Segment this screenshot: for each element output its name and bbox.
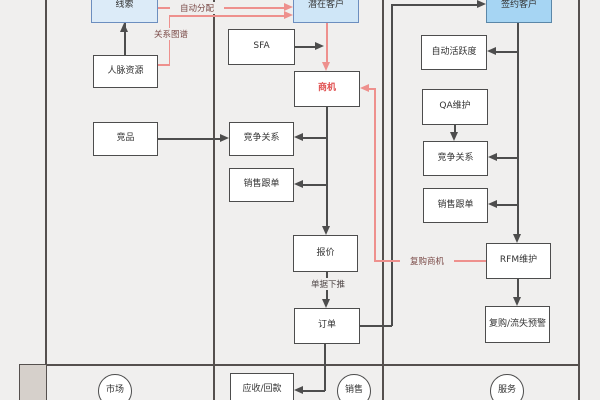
edge-opportunity-trunk [326,107,328,226]
edge-trunk-to-competition-right [497,157,518,159]
node-opportunity[interactable]: 商机 [294,71,360,107]
lane-label-market[interactable]: 市场 [98,374,132,400]
edge-rfm-to-warning [517,279,519,297]
edge-qa-to-competition-right [454,125,456,132]
edge-signed-trunk [517,23,519,234]
arrowhead-down-competition-right [450,132,458,141]
arrowhead-left-competition-right [488,153,497,161]
edge-order-to-signed-h1 [360,325,392,327]
edge-order-to-receivable-h [303,390,325,392]
edge-prospects-to-opportunity [326,23,328,62]
lane-divider-2 [213,0,215,400]
edge-label-repurchase-opportunity: 复购商机 [400,255,454,267]
node-sfa[interactable]: SFA [228,29,295,65]
node-order[interactable]: 订单 [294,308,360,344]
node-competition-mid[interactable]: 竞争关系 [229,122,294,156]
lane-label-sales[interactable]: 销售 [337,374,371,400]
node-repurchase-churn-warning[interactable]: 复购/流失预警 [485,306,550,343]
arrowhead-right-sfa [315,42,324,50]
arrowhead-down-rfm [513,234,521,243]
edge-network-to-prospects-h1 [158,64,170,66]
edge-order-to-signed-h2 [391,4,477,6]
arrowhead-down-quotation [322,226,330,235]
node-qa-maintenance[interactable]: QA维护 [422,89,488,125]
arrowhead-left-opportunity [360,84,369,92]
arrowhead-up-leads [120,23,128,32]
arrowhead-left-receivable [294,386,303,394]
edge-order-to-receivable-v [324,344,326,391]
edge-order-to-signed-v [391,4,393,326]
node-auto-activity[interactable]: 自动活跃度 [421,35,487,70]
edge-trunk-to-followup-right [497,204,518,206]
arrowhead-right-prospects-1 [284,3,293,11]
edge-sfa-to-opportunity-path [295,46,315,48]
edge-rfm-to-opportunity-h2 [369,88,375,90]
edge-trunk-to-followup-mid [303,184,327,186]
arrowhead-down-warning [513,297,521,306]
node-competition-right[interactable]: 竞争关系 [423,141,488,176]
edge-competitorprod-to-competition [158,138,220,140]
lane-label-service[interactable]: 服务 [490,374,524,400]
arrowhead-right-prospects-2 [284,11,293,19]
arrowhead-down-order [322,299,330,308]
lane-header-cell [19,364,47,400]
arrowhead-left-competition-mid [294,133,303,141]
arrowhead-right-competition-mid [220,134,229,142]
node-sales-followup-right[interactable]: 销售跟单 [423,188,488,223]
node-receivable[interactable]: 应收/回款 [230,373,294,400]
node-network-resources[interactable]: 人脉资源 [93,55,158,88]
node-signed-customers[interactable]: 签约客户 [486,0,552,23]
edge-rfm-to-opportunity-v [374,88,376,261]
edge-network-to-leads [124,23,126,55]
edge-network-to-prospects-v [168,15,170,65]
node-competitor-products[interactable]: 竞品 [93,122,158,156]
edge-trunk-to-competition-mid [303,137,327,139]
edge-label-relation-graph: 关系图谱 [146,28,196,40]
edge-label-doc-pushdown: 单据下推 [301,278,355,290]
arrowhead-left-followup-mid [294,180,303,188]
arrowhead-left-followup-right [488,200,497,208]
node-quotation[interactable]: 报价 [293,235,358,272]
edge-network-to-prospects-h2 [168,15,284,17]
lane-divider-1 [45,0,47,400]
node-prospects[interactable]: 潜在客户 [293,0,359,23]
bottom-band-line [19,364,579,366]
arrowhead-left-autoactivity [487,47,496,55]
edge-trunk-to-autoactivity [496,51,518,53]
arrowhead-down-opportunity [322,62,330,71]
edge-label-auto-assign: 自动分配 [170,2,224,14]
lane-divider-4 [578,0,580,400]
node-sales-followup-mid[interactable]: 销售跟单 [229,168,294,202]
arrowhead-right-signed [477,0,486,8]
lane-divider-3 [382,0,384,400]
node-rfm-maintenance[interactable]: RFM维护 [486,243,551,279]
node-leads[interactable]: 线索 [91,0,158,23]
